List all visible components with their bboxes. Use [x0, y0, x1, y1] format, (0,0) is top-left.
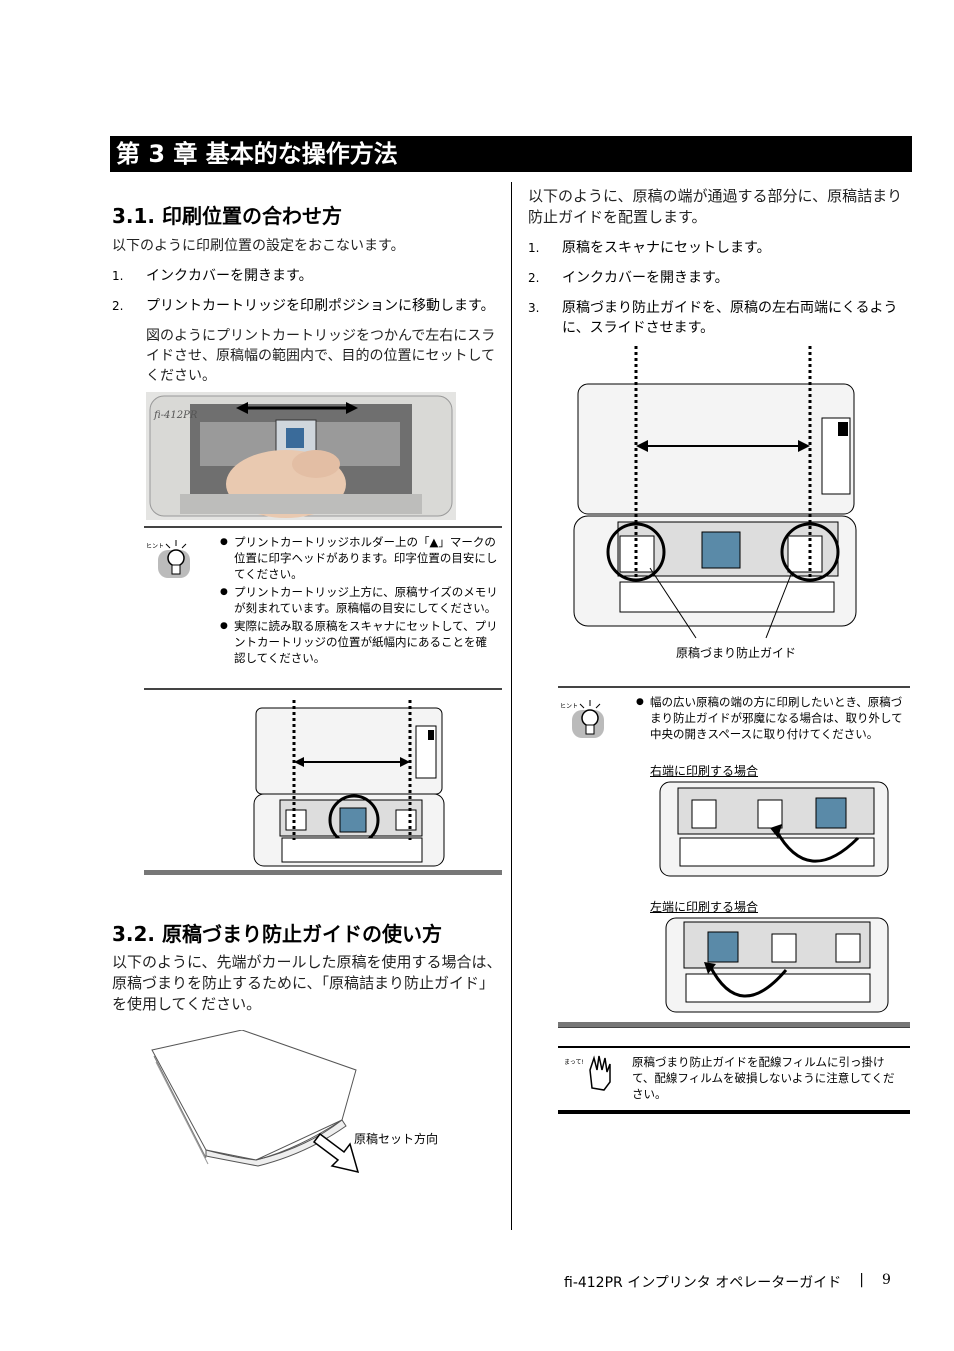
guide-label: 原稿づまり防止ガイド	[676, 646, 797, 660]
hint-icon: ヒント	[144, 534, 200, 582]
hint-list: 幅の広い原稿の端の方に印刷したいとき、原稿づまり防止ガイドが邪魔になる場合は、取…	[636, 694, 906, 744]
case-left-diagram	[664, 914, 890, 1014]
step-number: 1.	[528, 241, 540, 255]
step-text: 原稿づまり防止ガイドを、原稿の左右両端にくるように、スライドさせます。	[562, 300, 898, 336]
scanner-diagram-right	[570, 346, 860, 646]
hint-item: プリントカートリッジ上方に、原稿サイズのメモリが刻まれています。原稿幅の目安にし…	[220, 584, 498, 616]
section-heading-3-2: 3.2. 原稿づまり防止ガイドの使い方	[112, 922, 442, 946]
footer-title: fi-412PR インプリンタ オペレーターガイド	[564, 1275, 842, 1291]
page-footer: fi-412PR インプリンタ オペレーターガイド | 9	[564, 1272, 891, 1292]
photo-logo: fi-412PR	[153, 410, 198, 421]
paper-stack-illustration	[146, 1030, 396, 1180]
column-divider	[511, 182, 512, 1230]
right-intro: 以下のように、原稿の端が通過する部分に、原稿詰まり防止ガイドを配置します。	[528, 187, 903, 226]
hint-icon: ヒント	[558, 694, 614, 742]
hint-box-2-bottom-rule	[558, 1022, 910, 1027]
footer-separator: |	[859, 1272, 864, 1288]
section1-step-1: 1. インクカバーを開きます。	[112, 266, 504, 286]
hint-item: プリントカートリッジホルダー上の「▲」マークの位置に印字ヘッドがあります。印字位…	[220, 534, 498, 582]
caution-hand-icon: まって!	[564, 1052, 618, 1092]
step-number: 2.	[528, 271, 540, 285]
cartridge-photo: fi-412PR	[146, 392, 456, 520]
section2-intro: 以下のように、先端がカールした原稿を使用する場合は、原稿づまりを防止するために、…	[112, 953, 502, 1013]
hint-item: 実際に読み取る原稿をスキャナにセットして、プリントカートリッジの位置が紙幅内にあ…	[220, 618, 498, 666]
page-number: 9	[881, 1272, 891, 1288]
right-step-1: 1. 原稿をスキャナにセットします。	[528, 238, 912, 258]
caution-label: まって!	[564, 1059, 584, 1066]
hint-label: ヒント	[560, 703, 578, 710]
paper-direction-label: 原稿セット方向	[354, 1132, 439, 1146]
hint-box-1-bottom-rule	[144, 870, 502, 875]
hint-label: ヒント	[146, 543, 164, 550]
right-step-3: 3. 原稿づまり防止ガイドを、原稿の左右両端にくるように、スライドさせます。	[528, 298, 912, 338]
hint-box-2: ヒント 幅の広い原稿の端の方に印刷したいとき、原稿づまり防止ガイドが邪魔になる場…	[558, 686, 910, 1028]
section1-intro: 以下のように印刷位置の設定をおこないます。	[112, 238, 405, 254]
hint-list: プリントカートリッジホルダー上の「▲」マークの位置に印字ヘッドがあります。印字位…	[220, 534, 498, 668]
scanner-diagram-left	[250, 700, 450, 870]
caution-text: 原稿づまり防止ガイドを配線フィルムに引っ掛けて、配線フィルムを破損しないように注…	[632, 1055, 895, 1101]
hint-box-1: ヒント プリントカートリッジホルダー上の「▲」マークの位置に印字ヘッドがあります…	[144, 526, 502, 690]
hint-item: 幅の広い原稿の端の方に印刷したいとき、原稿づまり防止ガイドが邪魔になる場合は、取…	[636, 694, 906, 742]
step-number: 3.	[528, 301, 540, 315]
case-right-label: 右端に印刷する場合	[650, 764, 759, 778]
step-number: 2.	[112, 299, 124, 313]
step-text: インクカバーを開きます。	[562, 270, 729, 286]
section1-step-2: 2. プリントカートリッジを印刷ポジションに移動します。	[112, 296, 504, 316]
step-text: 原稿をスキャナにセットします。	[562, 240, 771, 256]
step-text: プリントカートリッジを印刷ポジションに移動します。	[146, 298, 495, 314]
step2-detail: 図のようにプリントカートリッジをつかんで左右にスライドさせ、原稿幅の範囲内で、目…	[146, 328, 496, 384]
step-text: インクカバーを開きます。	[146, 268, 313, 284]
section-heading-3-1: 3.1. 印刷位置の合わせ方	[112, 204, 342, 228]
step-number: 1.	[112, 269, 124, 283]
case-right-diagram	[658, 778, 890, 878]
caution-box: まって! 原稿づまり防止ガイドを配線フィルムに引っ掛けて、配線フィルムを破損しな…	[558, 1046, 910, 1114]
right-step-2: 2. インクカバーを開きます。	[528, 268, 912, 288]
chapter-title: 第 3 章 基本的な操作方法	[110, 136, 912, 172]
case-left-label: 左端に印刷する場合	[650, 900, 759, 914]
